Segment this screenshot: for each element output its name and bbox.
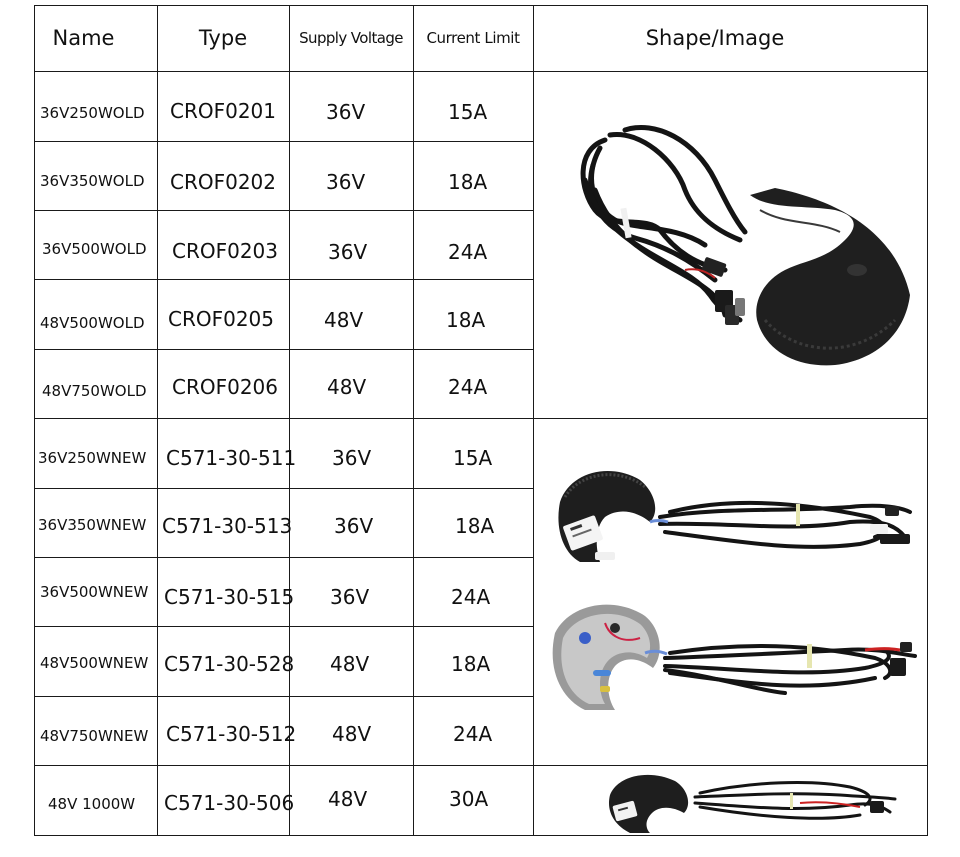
row-name: 48V500WOLD [40, 314, 145, 332]
column-divider [157, 5, 158, 836]
row-voltage: 48V [330, 652, 370, 676]
group-divider [34, 765, 928, 766]
row-voltage: 36V [326, 100, 366, 124]
row-current: 24A [453, 722, 493, 746]
row-name: 48V750WNEW [40, 727, 149, 745]
row-voltage: 48V [332, 722, 372, 746]
row-current: 30A [449, 787, 489, 811]
new-controller-closed-photo-icon [550, 462, 920, 582]
row-current: 18A [451, 652, 491, 676]
row-type: C571-30-513 [162, 514, 293, 538]
row-divider [34, 488, 534, 489]
row-type: C571-30-511 [166, 446, 297, 470]
row-name: 36V350WNEW [38, 516, 147, 534]
column-divider [34, 5, 35, 836]
row-voltage: 48V [327, 375, 367, 399]
row-current: 24A [451, 585, 491, 609]
header-current-limit: Current Limit [426, 29, 520, 47]
row-current: 15A [448, 100, 488, 124]
row-voltage: 36V [328, 240, 368, 264]
row-current: 24A [448, 375, 488, 399]
row-current: 18A [448, 170, 488, 194]
row-voltage: 48V [324, 308, 364, 332]
row-name: 48V750WOLD [42, 382, 147, 400]
row-name: 36V250WNEW [38, 449, 147, 467]
row-name: 48V 1000W [48, 795, 136, 813]
column-divider [413, 5, 414, 836]
row-current: 15A [453, 446, 493, 470]
row-divider [34, 141, 534, 142]
header-type: Type [198, 26, 248, 50]
table-border-bottom [34, 835, 928, 836]
column-divider [289, 5, 290, 836]
header-divider [34, 71, 928, 72]
row-current: 18A [446, 308, 486, 332]
new-controller-open-photo-icon [545, 598, 925, 723]
row-type: C571-30-528 [164, 652, 295, 676]
row-voltage: 36V [330, 585, 370, 609]
row-voltage: 48V [328, 787, 368, 811]
old-controller-photo-icon [565, 120, 915, 390]
row-voltage: 36V [334, 514, 374, 538]
row-type: CROF0205 [168, 307, 275, 331]
row-current: 24A [448, 240, 488, 264]
row-divider [34, 349, 534, 350]
header-shape-image: Shape/Image [645, 26, 785, 50]
row-current: 18A [455, 514, 495, 538]
row-divider [34, 696, 534, 697]
row-name: 36V350WOLD [40, 172, 145, 190]
row-type: CROF0201 [170, 99, 277, 123]
row-name: 48V500WNEW [40, 654, 149, 672]
row-name: 36V250WOLD [40, 104, 145, 122]
row-voltage: 36V [326, 170, 366, 194]
table-border-top [34, 5, 928, 6]
row-divider [34, 279, 534, 280]
row-name: 36V500WNEW [40, 583, 149, 601]
column-divider [927, 5, 928, 836]
row-type: CROF0203 [172, 239, 279, 263]
row-type: C571-30-515 [164, 585, 295, 609]
row-divider [34, 210, 534, 211]
controller-1000w-photo-icon [600, 767, 900, 833]
row-type: C571-30-512 [166, 722, 297, 746]
row-divider [34, 626, 534, 627]
header-supply-voltage: Supply Voltage [299, 29, 403, 47]
row-type: CROF0206 [172, 375, 279, 399]
row-voltage: 36V [332, 446, 372, 470]
row-divider [34, 557, 534, 558]
row-name: 36V500WOLD [42, 240, 147, 258]
column-divider [533, 5, 534, 836]
group-divider [34, 418, 928, 419]
header-name: Name [52, 26, 115, 50]
row-type: CROF0202 [170, 170, 277, 194]
row-type: C571-30-506 [164, 791, 295, 815]
